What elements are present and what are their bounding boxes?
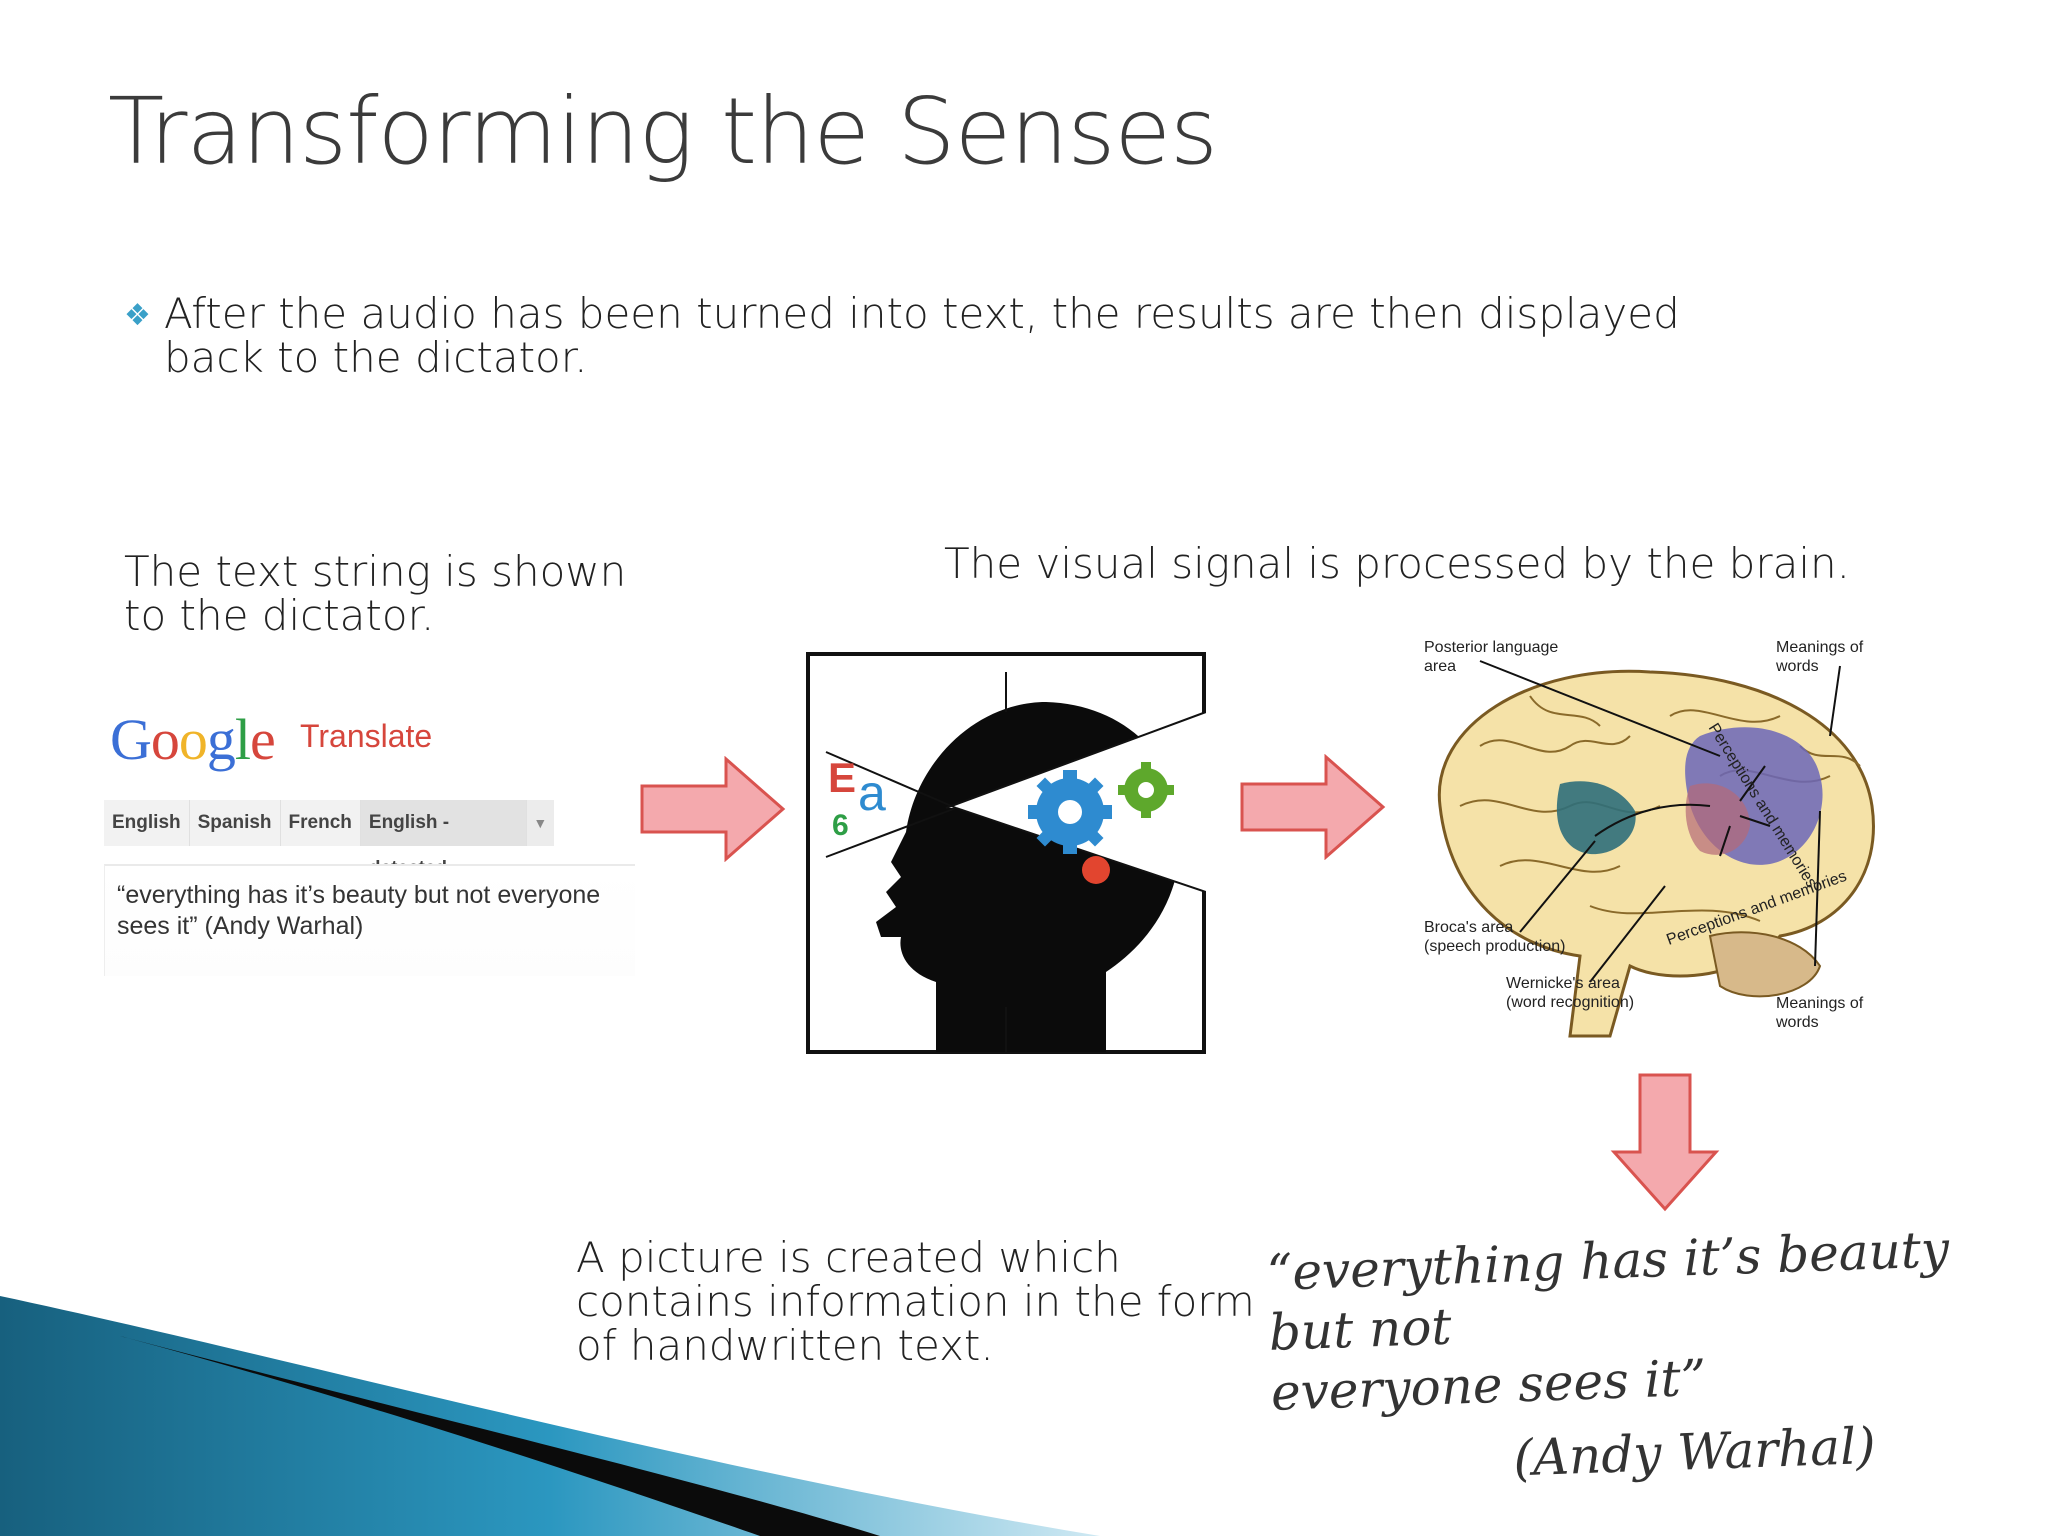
caption-bottom-line-2: contains information in the form [576,1277,1255,1326]
right-arrow-2-icon [1240,754,1386,860]
blue-gear-icon [1028,770,1112,854]
handwritten-signature: (Andy Warhal) [1512,1416,1877,1488]
handwritten-quote: “everything has it’s beauty but not ever… [1266,1217,2014,1497]
lang-tab-spanish[interactable]: Spanish [189,800,281,846]
lang-tab-english[interactable]: English [104,800,190,846]
caption-right: The visual signal is processed by the br… [944,539,1850,588]
right-arrow-1-icon [640,756,786,862]
caption-left-line-2: to the dictator. [124,591,435,640]
head-gears-illustration: E a 6 [806,652,1207,1054]
svg-text:6: 6 [832,809,849,842]
chevron-down-icon[interactable]: ▼ [526,800,554,846]
bottom-swoosh-decoration [0,1296,1100,1536]
lang-tab-french[interactable]: French [280,800,361,846]
down-arrow-icon [1610,1073,1720,1212]
slide-title: Transforming the Senses [108,78,1218,185]
bullet-item: ❖ After the audio has been turned into t… [124,292,1784,380]
diamond-bullet-icon: ❖ [124,298,151,333]
google-logo: Google [110,707,276,772]
lang-tab-detected[interactable]: English - detected [360,800,527,879]
source-text: “everything has it’s beauty but not ever… [117,881,601,940]
label-broca: Broca's area(speech production) [1424,919,1566,955]
red-gear-icon [1082,856,1110,884]
caption-left: The text string is shown to the dictator… [124,550,626,638]
translate-product-label: Translate [300,718,433,754]
source-text-box[interactable]: “everything has it’s beauty but not ever… [104,864,635,976]
green-gear-icon [1118,762,1174,818]
caption-bottom-line-3: of handwritten text. [576,1321,994,1370]
caption-left-line-1: The text string is shown [124,547,627,596]
caption-bottom: A picture is created which contains info… [576,1236,1255,1368]
google-translate-screenshot: Google Translate English Spanish French … [104,696,635,976]
svg-text:E: E [828,754,856,801]
bullet-text: After the audio has been turned into tex… [164,289,1680,382]
caption-bottom-line-1: A picture is created which [576,1233,1121,1282]
svg-text:a: a [858,765,886,821]
label-wernicke: Wernicke's area(word recognition) [1506,975,1635,1011]
language-tabs: English Spanish French English - detecte… [104,800,554,879]
